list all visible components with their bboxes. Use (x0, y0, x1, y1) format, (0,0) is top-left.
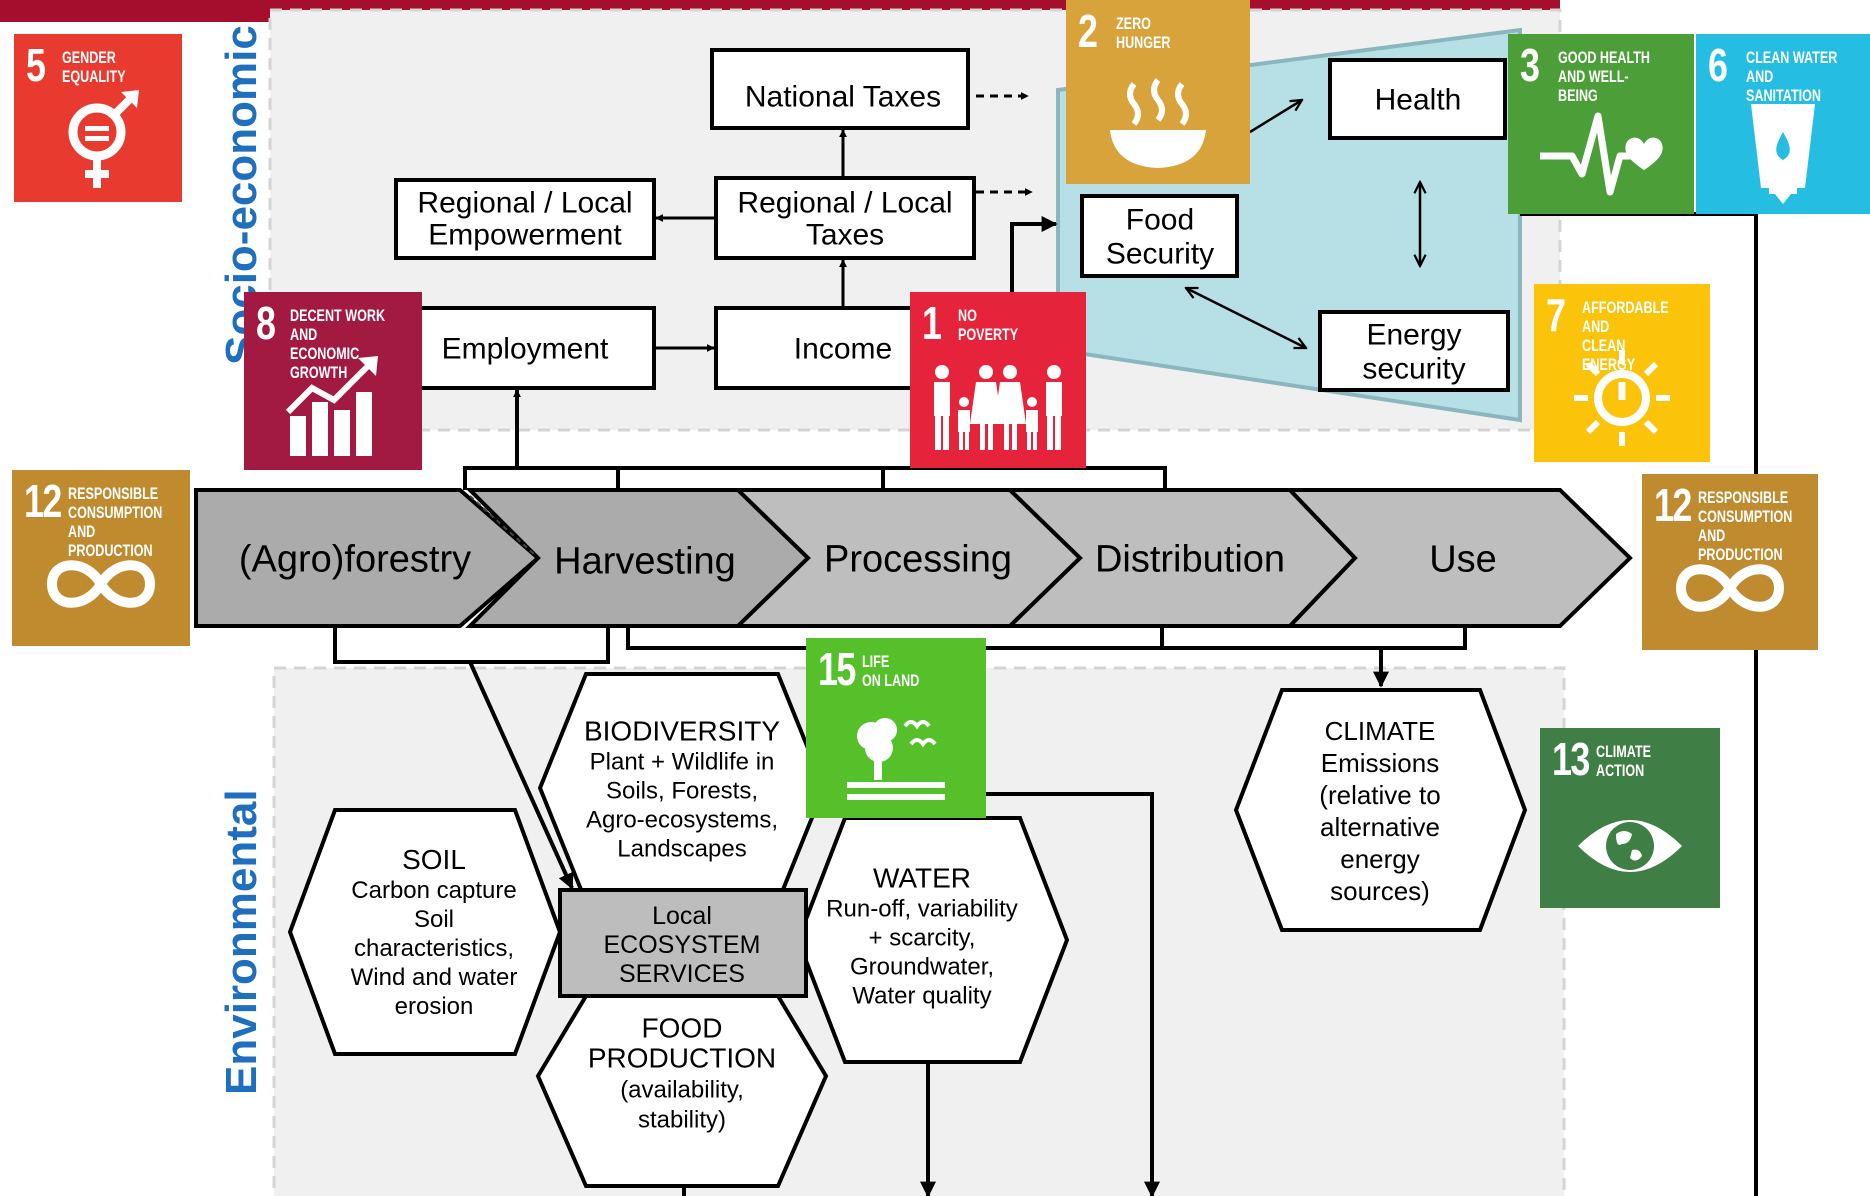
label-national-taxes: National Taxes (745, 81, 941, 114)
sdg-1-number: 1 (922, 297, 942, 349)
hex-water (795, 816, 1070, 1064)
chain-label-distribution: Distribution (1095, 538, 1285, 580)
chain-step-use (1285, 488, 1633, 628)
sdg-2-number: 2 (1078, 5, 1098, 57)
label-health: Health (1375, 84, 1462, 117)
bracket-right (626, 626, 1467, 650)
chain-label-processing: Processing (824, 538, 1012, 580)
sdg-6-number: 6 (1708, 39, 1728, 91)
section-label-environmental: Environmental (217, 789, 266, 1095)
sdg-7-number: 7 (1546, 289, 1566, 341)
label-employment: Employment (442, 333, 609, 366)
earth-eye-icon (1540, 790, 1720, 898)
sdg-6-tile: 6 CLEAN WATER AND SANITATION (1696, 34, 1870, 214)
box-regional-taxes (714, 176, 976, 260)
sdg-15-tile: 15 LIFE ON LAND (806, 638, 986, 818)
chain-label-harvesting: Harvesting (554, 540, 736, 582)
chain-label-agroforestry: (Agro)forestry (239, 538, 471, 580)
sdg-8-number: 8 (256, 297, 276, 349)
sdg-13-number: 13 (1552, 733, 1590, 785)
label-income: Income (794, 333, 892, 366)
sdg-6-label: CLEAN WATER AND SANITATION (1746, 48, 1838, 105)
box-food-security (1080, 194, 1239, 278)
gender-equality-icon (14, 84, 182, 192)
box-national-taxes (710, 48, 970, 130)
chain-step-agroforestry (194, 488, 542, 628)
infinity-icon (1642, 532, 1818, 640)
sdg-15-label: LIFE ON LAND (862, 652, 920, 690)
sdg-2-tile: 2 ZERO HUNGER (1066, 0, 1250, 184)
sdg-13-tile: 13 CLIMATE ACTION (1540, 728, 1720, 908)
feedback-line (1520, 212, 1758, 1196)
sdg-8-tile: 8 DECENT WORK AND ECONOMIC GROWTH (244, 292, 422, 470)
hex-climate (1233, 688, 1528, 932)
growth-chart-icon (244, 352, 422, 460)
bowl-icon (1066, 66, 1250, 174)
sdg-13-label: CLIMATE ACTION (1596, 742, 1651, 780)
bracket-top (463, 466, 1167, 490)
sun-power-icon (1534, 344, 1710, 452)
infinity-icon (12, 528, 190, 636)
sdg-7-tile: 7 AFFORDABLE AND CLEAN ENERGY (1534, 284, 1710, 462)
sdg-12-tile-left: 12 RESPONSIBLE CONSUMPTION AND PRODUCTIO… (12, 470, 190, 646)
sdg-12-number-left: 12 (24, 475, 62, 527)
family-icon (910, 350, 1086, 458)
box-regional-empowerment (394, 178, 656, 260)
sdg-8-label: DECENT WORK AND ECONOMIC GROWTH (290, 306, 386, 382)
sdg-5-tile: 5 GENDER EQUALITY (14, 34, 182, 202)
tree-birds-icon (806, 700, 986, 808)
water-glass-icon (1696, 96, 1870, 204)
sdg-12-number-right: 12 (1654, 479, 1692, 531)
sdg-1-tile: 1 NO POVERTY (910, 292, 1086, 468)
sdg-12-label-left: RESPONSIBLE CONSUMPTION AND PRODUCTION (68, 484, 163, 560)
chain-label-use: Use (1429, 538, 1497, 580)
sdg-2-label: ZERO HUNGER (1116, 14, 1171, 52)
sdg-5-number: 5 (26, 39, 46, 91)
box-ecosystem-services (558, 888, 808, 998)
sdg-1-label: NO POVERTY (958, 306, 1019, 344)
sdg-3-label: GOOD HEALTH AND WELL-BEING (1558, 48, 1651, 105)
sdg-5-label: GENDER EQUALITY (62, 48, 126, 86)
sdg-15-number: 15 (818, 643, 856, 695)
heartbeat-icon (1508, 96, 1694, 204)
sdg-12-label-right: RESPONSIBLE CONSUMPTION AND PRODUCTION (1698, 488, 1793, 564)
sdg-12-tile-right: 12 RESPONSIBLE CONSUMPTION AND PRODUCTIO… (1642, 474, 1818, 650)
sdg-3-tile: 3 GOOD HEALTH AND WELL-BEING (1508, 34, 1694, 214)
box-energy-security (1318, 310, 1510, 392)
sdg-3-number: 3 (1520, 39, 1540, 91)
box-employment (394, 306, 656, 390)
box-health (1328, 58, 1507, 140)
